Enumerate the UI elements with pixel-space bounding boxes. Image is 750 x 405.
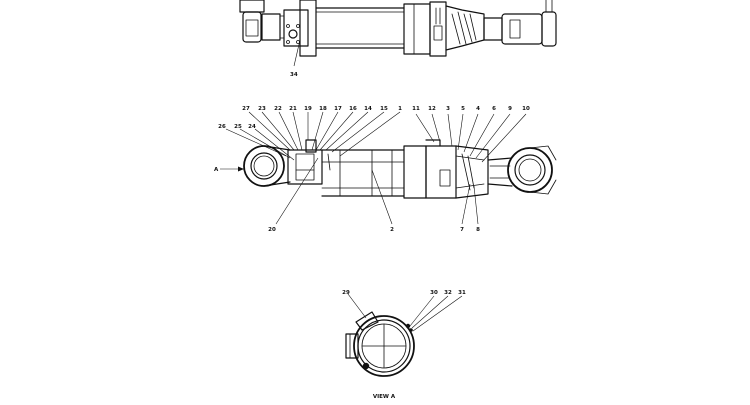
callout-29: 29 xyxy=(342,290,350,296)
view-a-marker: A xyxy=(214,167,219,173)
callout-20: 20 xyxy=(268,227,276,233)
top-cylinder-view xyxy=(239,0,557,67)
middle-left-callouts: 26 25 24 xyxy=(218,124,256,130)
callout-27: 27 xyxy=(242,106,250,112)
view-a-callouts: 29 30 32 31 xyxy=(342,290,466,296)
callout-22: 22 xyxy=(274,106,282,112)
view-a-end-view xyxy=(345,293,463,377)
callout-19: 19 xyxy=(304,106,312,112)
callout-34: 34 xyxy=(290,72,298,78)
view-a-caption: VIEW A xyxy=(373,394,396,400)
callout-11: 11 xyxy=(412,106,420,112)
callout-7: 7 xyxy=(460,227,464,233)
callout-18: 18 xyxy=(319,106,327,112)
callout-24: 24 xyxy=(248,124,256,130)
callout-16: 16 xyxy=(349,106,357,112)
callout-12: 12 xyxy=(428,106,436,112)
middle-bottom-callouts: 20 2 7 8 xyxy=(268,227,480,233)
callout-4: 4 xyxy=(476,106,480,112)
callout-5: 5 xyxy=(461,106,465,112)
callout-8: 8 xyxy=(476,227,480,233)
callout-6: 6 xyxy=(492,106,496,112)
callout-10: 10 xyxy=(522,106,530,112)
callout-21: 21 xyxy=(289,106,297,112)
middle-cylinder-view xyxy=(220,111,557,225)
callout-23: 23 xyxy=(258,106,266,112)
callout-15: 15 xyxy=(380,106,388,112)
callout-3: 3 xyxy=(446,106,450,112)
middle-top-callouts: 27 23 22 21 19 18 17 16 14 15 1 11 12 3 … xyxy=(242,106,530,112)
callout-2: 2 xyxy=(390,227,394,233)
callout-31: 31 xyxy=(458,290,466,296)
callout-32: 32 xyxy=(444,290,452,296)
callout-26: 26 xyxy=(218,124,226,130)
callout-30: 30 xyxy=(430,290,438,296)
callout-25: 25 xyxy=(234,124,242,130)
callout-9: 9 xyxy=(508,106,512,112)
callout-1: 1 xyxy=(398,106,402,112)
callout-14: 14 xyxy=(364,106,372,112)
callout-17: 17 xyxy=(334,106,342,112)
